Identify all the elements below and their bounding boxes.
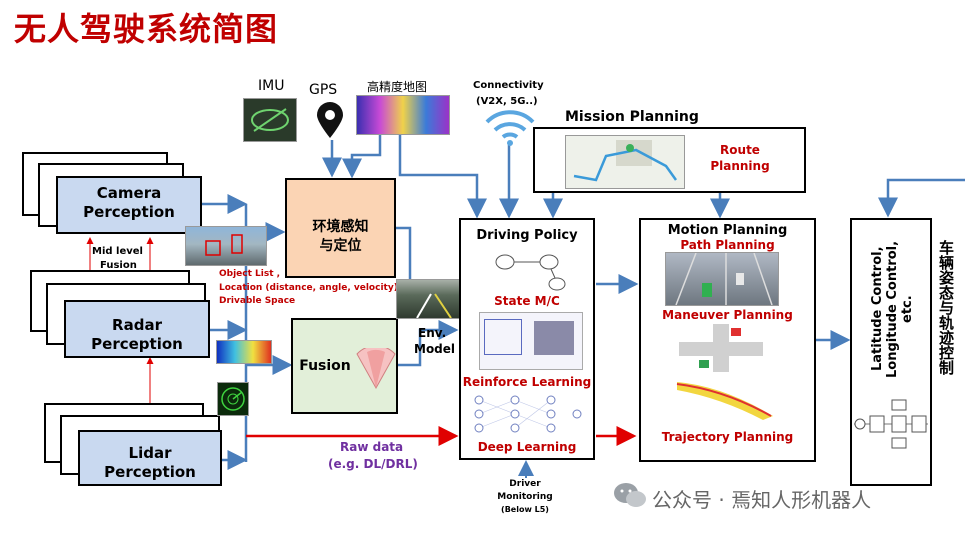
path-planning-label: Path Planning (680, 238, 775, 252)
control-block-diagram (854, 399, 928, 449)
object-list-line2: Location (distance, angle, velocity) (219, 283, 398, 293)
route-planning-line2: Planning (710, 159, 770, 173)
radar-perception-box: Radar Perception (64, 300, 210, 358)
radar-label-line1: Radar (112, 316, 162, 334)
road-image (396, 279, 466, 319)
watermark-text: 公众号 · 焉知人形机器人 (652, 488, 872, 512)
driving-policy-title: Driving Policy (476, 228, 578, 243)
camera-label-line2: Perception (83, 203, 175, 221)
object-list-line1: Object List , (219, 269, 281, 279)
mission-planning-title: Mission Planning (565, 109, 699, 125)
raw-data-line1: Raw data (340, 440, 404, 454)
wifi-icon (485, 110, 535, 146)
hdmap-label: 高精度地图 (367, 80, 428, 94)
motion-planning-box: Motion Planning Path Planning Maneuver P… (639, 218, 816, 462)
environment-panel (534, 321, 574, 355)
state-machine-diagram (495, 254, 566, 291)
motion-planning-title: Motion Planning (667, 223, 788, 238)
camera-frame-image (185, 226, 267, 266)
fusion-sensor-fan-icon (356, 348, 396, 390)
control-text: Latitude Control, Longitude Control, etc… (870, 240, 915, 378)
mid-level-line1: Mid level (92, 246, 143, 257)
raw-data-line2: (e.g. DL/DRL) (328, 457, 418, 471)
state-mc-label: State M/C (494, 294, 560, 308)
deep-learning-label: Deep Learning (477, 440, 577, 454)
radar-heatmap-image (216, 340, 272, 364)
fusion-label: Fusion (299, 358, 351, 374)
route-map-image (565, 135, 685, 189)
driver-monitoring-line1: Driver (509, 479, 541, 489)
camera-label-line1: Camera (96, 184, 162, 202)
connectivity-line1: Connectivity (473, 80, 544, 91)
camera-perception-box: Camera Perception (56, 176, 202, 234)
connectivity-line2: (V2X, 5G..) (476, 96, 538, 107)
mission-planning-box: Route Planning (533, 127, 806, 193)
page-title: 无人驾驶系统简图 (14, 10, 279, 48)
lidar-label-line2: Perception (104, 463, 196, 481)
localization-line1: 环境感知 (312, 219, 369, 235)
highway-image (665, 252, 779, 306)
driver-monitoring-line3: (Below L5) (501, 505, 549, 514)
fusion-box: Fusion (291, 318, 398, 414)
route-planning-line1: Route (720, 143, 760, 157)
lidar-perception-box: Lidar Perception (78, 430, 222, 486)
state-panel (484, 319, 522, 355)
lidar-scope-icon (217, 382, 249, 416)
env-model-line1: Env. (418, 326, 447, 340)
intersection-diagram (679, 324, 763, 372)
gps-pin-icon (317, 102, 343, 138)
lidar-label-line1: Lidar (128, 444, 172, 462)
imu-label: IMU (258, 78, 285, 94)
object-list-line3: Drivable Space (219, 296, 296, 306)
trajectory-planning-label: Trajectory Planning (661, 430, 794, 444)
maneuver-planning-label: Maneuver Planning (662, 308, 793, 322)
gps-label: GPS (309, 82, 338, 98)
env-model-line2: Model (414, 342, 456, 356)
vehicle-control-label: 车辆姿态与轨迹控制 (937, 240, 955, 375)
driver-monitoring-line2: Monitoring (497, 492, 553, 502)
imu-icon (243, 98, 297, 142)
driving-policy-box: Driving Policy State M/C Reinforce Learn… (459, 218, 595, 460)
hdmap-image (356, 95, 450, 135)
wechat-icon (614, 483, 646, 507)
control-box: Latitude Control, Longitude Control, etc… (850, 218, 932, 486)
neural-network-diagram (474, 395, 582, 433)
reinforce-learning-label: Reinforce Learning (462, 375, 592, 389)
reinforcement-diagram (479, 312, 583, 370)
localization-box: 环境感知 与定位 (285, 178, 396, 278)
trajectory-diagram (676, 382, 773, 420)
radar-label-line2: Perception (91, 335, 183, 353)
mid-level-line2: Fusion (100, 260, 137, 271)
localization-line2: 与定位 (319, 238, 362, 254)
